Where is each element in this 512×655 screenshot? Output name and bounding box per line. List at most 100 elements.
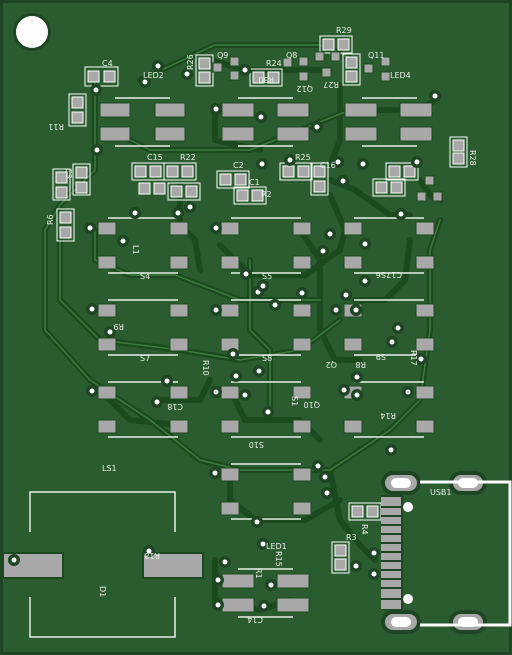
label-c2: C2 bbox=[233, 161, 244, 170]
via-hole bbox=[142, 79, 148, 85]
via-hole bbox=[222, 559, 228, 565]
label-r26: R26 bbox=[186, 54, 195, 70]
via-hole bbox=[233, 373, 239, 379]
via-hole bbox=[256, 368, 262, 374]
label-r22: R22 bbox=[180, 153, 196, 162]
label-c1: C1 bbox=[249, 178, 260, 187]
label-c4: C4 bbox=[102, 59, 113, 68]
via-hole bbox=[418, 356, 424, 362]
via-hole bbox=[213, 389, 219, 395]
via-hole bbox=[94, 147, 100, 153]
via-hole bbox=[268, 582, 274, 588]
via-hole bbox=[362, 241, 368, 247]
via-hole bbox=[395, 325, 401, 331]
via-hole bbox=[341, 387, 347, 393]
via-hole bbox=[371, 550, 377, 556]
label-q2: Q2 bbox=[326, 360, 337, 369]
label-s9: S9 bbox=[376, 352, 386, 361]
label-c15: C15 bbox=[147, 153, 163, 162]
via-hole bbox=[343, 292, 349, 298]
via-hole bbox=[335, 159, 341, 165]
center-led-footprint bbox=[221, 97, 310, 147]
label-l1: L1 bbox=[131, 245, 140, 255]
switch-silkscreen bbox=[108, 217, 424, 520]
label-r17: R17 bbox=[409, 350, 418, 366]
via-hole bbox=[215, 602, 221, 608]
led1-footprint bbox=[221, 568, 310, 618]
via-hole bbox=[371, 571, 377, 577]
label-r10: R10 bbox=[201, 360, 210, 376]
label-r15: R15 bbox=[274, 551, 283, 567]
via-hole bbox=[230, 351, 236, 357]
via-hole bbox=[398, 211, 404, 217]
via-hole bbox=[242, 67, 248, 73]
label-d1: D1 bbox=[98, 586, 107, 597]
label-ls1: LS1 bbox=[102, 464, 117, 473]
via-hole bbox=[389, 339, 395, 345]
label-r9: R9 bbox=[113, 322, 124, 331]
via-hole bbox=[327, 231, 333, 237]
label-r11: R11 bbox=[48, 122, 64, 131]
via-hole bbox=[405, 389, 411, 395]
label-r29: R29 bbox=[336, 26, 352, 35]
label-s1: S1 bbox=[290, 396, 299, 406]
via-hole bbox=[89, 306, 95, 312]
label-s6: S6 bbox=[376, 270, 386, 279]
mounting-hole bbox=[13, 13, 51, 51]
via-hole bbox=[164, 378, 170, 384]
label-r27: R27 bbox=[323, 80, 339, 89]
label-r4: R4 bbox=[360, 524, 369, 535]
via-hole bbox=[287, 157, 293, 163]
transistors bbox=[212, 51, 443, 202]
via-hole bbox=[272, 302, 278, 308]
led4-footprint bbox=[344, 97, 433, 147]
label-c17: C17 bbox=[386, 270, 402, 279]
via-hole bbox=[388, 447, 394, 453]
label-r30: R30 bbox=[258, 75, 274, 84]
via-hole bbox=[243, 271, 249, 277]
via-hole bbox=[259, 161, 265, 167]
via-hole bbox=[258, 114, 264, 120]
via-hole bbox=[11, 557, 17, 563]
label-c14: C14 bbox=[247, 615, 263, 624]
via-hole bbox=[333, 307, 339, 313]
via-hole bbox=[353, 563, 359, 569]
via-hole bbox=[260, 541, 266, 547]
label-q10: Q10 bbox=[304, 400, 320, 409]
via-hole bbox=[255, 289, 261, 295]
label-r3: R3 bbox=[346, 533, 357, 542]
label-s7: S7 bbox=[140, 354, 150, 363]
via-hole bbox=[107, 329, 113, 335]
vias bbox=[8, 60, 441, 612]
silkscreen-labels: C4 LED2 R26 Q9 R24 Q8 R29 Q11 LED4 Q12 R… bbox=[46, 26, 477, 624]
via-hole bbox=[299, 290, 305, 296]
via-hole bbox=[340, 178, 346, 184]
label-c16: C16 bbox=[320, 161, 336, 170]
label-r8: R8 bbox=[355, 360, 366, 369]
via-hole bbox=[146, 548, 152, 554]
via-hole bbox=[89, 388, 95, 394]
label-r25: R25 bbox=[295, 153, 311, 162]
via-hole bbox=[360, 161, 366, 167]
via-hole bbox=[212, 470, 218, 476]
led2-footprint bbox=[99, 97, 186, 147]
speaker-ls1-outline bbox=[29, 491, 176, 638]
label-c3: C3 bbox=[64, 168, 73, 179]
via-hole bbox=[265, 409, 271, 415]
label-r1: R1 bbox=[254, 568, 263, 579]
label-s5: S5 bbox=[262, 272, 272, 281]
via-hole bbox=[213, 225, 219, 231]
via-hole bbox=[353, 307, 359, 313]
label-s10: S10 bbox=[249, 440, 264, 449]
via-hole bbox=[213, 106, 219, 112]
label-r2: R2 bbox=[261, 190, 272, 199]
usb1-connector bbox=[381, 471, 512, 634]
via-hole bbox=[354, 392, 360, 398]
smd-components bbox=[52, 35, 468, 574]
via-hole bbox=[215, 577, 221, 583]
via-hole bbox=[261, 603, 267, 609]
via-hole bbox=[242, 392, 248, 398]
via-hole bbox=[354, 374, 360, 380]
via-hole bbox=[324, 490, 330, 496]
via-hole bbox=[175, 210, 181, 216]
